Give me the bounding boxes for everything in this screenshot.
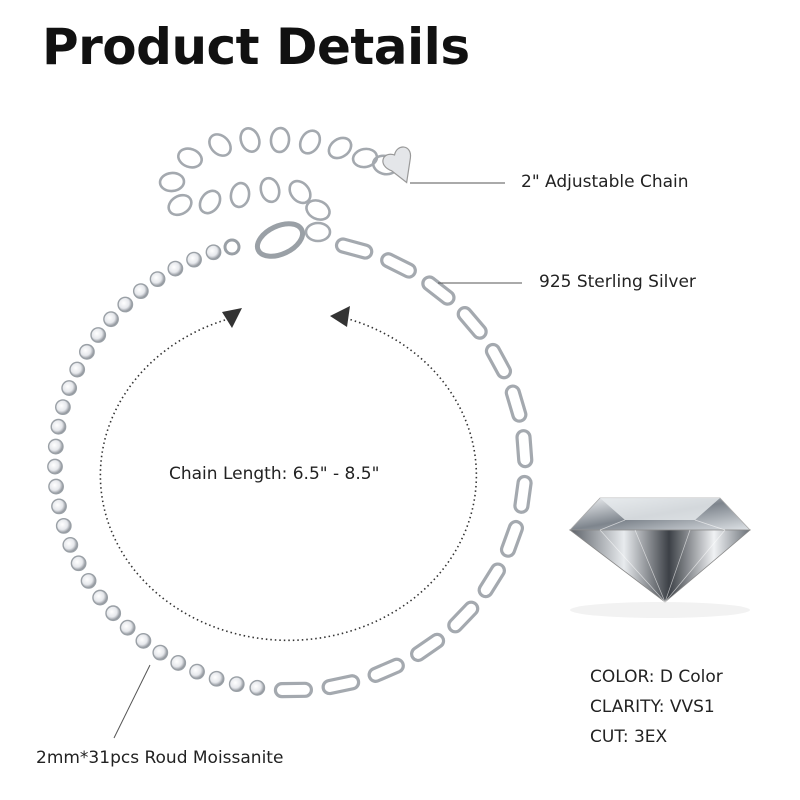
- chain-link: [273, 681, 314, 699]
- moissanite-stone: [51, 498, 67, 515]
- extender-link: [177, 147, 203, 169]
- moissanite-stone: [167, 260, 184, 277]
- moissanite-stone: [55, 399, 71, 416]
- extender-chain: [158, 126, 399, 243]
- extender-link: [259, 176, 281, 204]
- extender-link: [304, 221, 332, 243]
- stones-label: 2mm*31pcs Roud Moissanite: [36, 748, 284, 768]
- moissanite-stone: [149, 271, 166, 288]
- chain-length-label: Chain Length: 6.5" - 8.5": [169, 464, 380, 484]
- moissanite-stone: [50, 418, 67, 435]
- moissanite-stone: [105, 605, 122, 622]
- extender-link: [288, 179, 312, 205]
- chain-link: [380, 252, 417, 279]
- arrow-left-icon: [222, 308, 242, 328]
- moissanite-tennis-row: [47, 244, 266, 696]
- chain-link: [421, 275, 456, 306]
- moissanite-stone: [135, 632, 152, 649]
- chain-link: [321, 674, 361, 696]
- moissanite-stone: [90, 327, 107, 343]
- arrow-right-icon: [330, 306, 350, 327]
- chain-link: [477, 562, 506, 599]
- heart-tag: [382, 146, 412, 184]
- moissanite-stone: [62, 536, 79, 553]
- moissanite-stone: [61, 380, 78, 396]
- chain-link: [515, 429, 534, 469]
- moissanite-stone: [80, 572, 97, 589]
- chain-link: [484, 342, 513, 380]
- moissanite-stone: [117, 296, 134, 313]
- chain-link: [456, 306, 488, 340]
- page-title: Product Details: [42, 18, 470, 76]
- moissanite-stone: [119, 619, 136, 636]
- extender-link: [167, 193, 193, 217]
- chain-link: [504, 384, 528, 423]
- moissanite-stone: [47, 438, 64, 455]
- moissanite-stone: [228, 676, 245, 693]
- extender-link: [298, 129, 322, 155]
- moissanite-stone: [205, 244, 222, 261]
- chain-length-dotted-circle: [99, 306, 478, 642]
- callout-lines: [113, 182, 522, 739]
- adjustable-chain-label: 2" Adjustable Chain: [521, 172, 689, 192]
- extender-link: [351, 147, 379, 169]
- moissanite-stone: [208, 670, 225, 687]
- chain-link: [367, 657, 405, 683]
- extender-link: [269, 126, 291, 154]
- moissanite-stone: [55, 517, 72, 534]
- chain-link: [410, 632, 446, 663]
- spec-color: COLOR: D Color: [590, 667, 723, 687]
- chain-link: [447, 600, 480, 634]
- paperclip-chain: [273, 237, 534, 699]
- moissanite-stone: [70, 555, 87, 572]
- moissanite-stone: [47, 458, 63, 475]
- moissanite-stone: [78, 343, 95, 360]
- moissanite-stone: [92, 589, 109, 606]
- chain-link: [334, 237, 374, 260]
- moissanite-stone: [103, 311, 119, 328]
- extender-link: [208, 133, 232, 157]
- diamond-image: [568, 497, 752, 618]
- moissanite-stone: [152, 644, 169, 661]
- moissanite-stone: [132, 283, 149, 300]
- spec-clarity: CLARITY: VVS1: [590, 697, 715, 717]
- extender-link: [239, 127, 261, 153]
- extender-link: [158, 171, 186, 193]
- material-label: 925 Sterling Silver: [539, 272, 696, 292]
- moissanite-stone: [170, 655, 187, 671]
- lobster-clasp: [223, 221, 306, 259]
- spec-cut: CUT: 3EX: [590, 727, 668, 747]
- extender-link: [305, 199, 331, 221]
- chain-link: [499, 519, 524, 558]
- moissanite-stone: [48, 478, 64, 495]
- chain-link: [513, 474, 533, 514]
- moissanite-stone: [186, 251, 202, 268]
- extender-link: [327, 136, 353, 160]
- extender-link: [198, 189, 222, 215]
- moissanite-stone: [189, 663, 205, 680]
- moissanite-stone: [69, 361, 86, 378]
- extender-link: [229, 181, 251, 209]
- moissanite-stone: [249, 679, 266, 696]
